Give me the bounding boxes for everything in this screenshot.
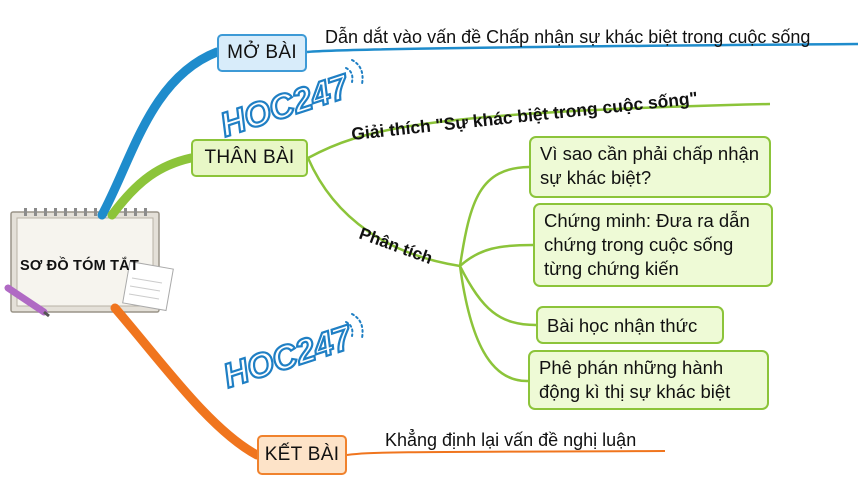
line-mo-bai-text [306,42,859,54]
connector-b4 [458,265,529,383]
watermark-signal-icon [345,59,364,339]
phan-tich-text: Phân tích [357,224,435,268]
branch-ket-bai [110,303,262,460]
connector-b2 [459,243,534,267]
branch-than-bai [107,153,196,220]
than-bai-node: THÂN BÀI [191,139,308,177]
line-giai-thich [307,102,771,160]
root-card [4,208,174,318]
line-ket-bai-text [346,450,666,456]
watermark-logo: HOC247 [218,317,360,397]
item-box-lesson: Bài học nhận thức [536,306,724,344]
item-box-criticism: Phê phán những hành động kì thị sự khác … [528,350,769,410]
item-box-proof: Chứng minh: Đưa ra dẫn chứng trong cuộc … [533,203,773,287]
connector-b1 [458,165,530,267]
watermark-text: HOC247 [216,67,356,145]
watermark-logo: HOC247 [215,66,357,146]
ket-bai-node: KẾT BÀI [257,435,347,475]
watermark-text: HOC247 [219,318,359,396]
item-box-why: Vì sao cần phải chấp nhận sự khác biệt? [529,136,771,198]
root-label: SƠ ĐỒ TÓM TẮT [20,258,139,274]
pencil-icon [4,284,50,318]
notepad-icon [122,260,174,312]
mo-bai-node: MỞ BÀI [217,34,307,72]
branch-mo-bai [97,47,222,220]
line-phan-tich [306,157,461,268]
ket-bai-text: Khẳng định lại vấn đề nghị luận [385,429,636,450]
mo-bai-text: Dẫn dắt vào vấn đề Chấp nhận sự khác biệ… [325,26,810,47]
connector-b3 [458,265,537,327]
